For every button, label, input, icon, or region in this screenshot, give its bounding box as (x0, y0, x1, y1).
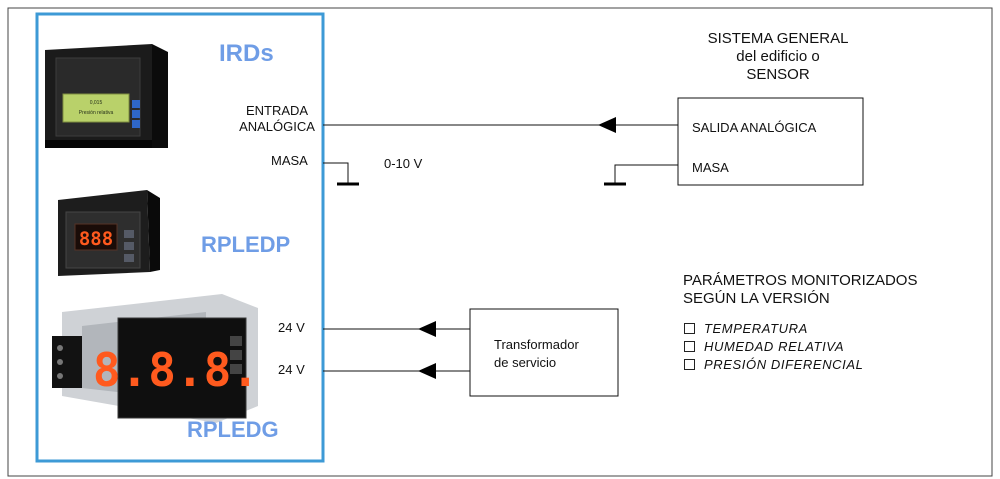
parameter-item: HUMEDAD RELATIVA (684, 338, 863, 356)
ground-symbol-right (604, 164, 678, 186)
ird-label: IRDs (219, 40, 274, 67)
sensor-title-line2: del edificio o (736, 48, 820, 65)
entrada-analogica-label: ENTRADA ANALÓGICA (232, 103, 322, 135)
checkbox-icon (684, 323, 695, 334)
transformer-line1: Transformador (494, 337, 579, 352)
checkbox-icon (684, 341, 695, 352)
device-panel (35, 12, 325, 463)
voltage-range-label: 0-10 V (384, 156, 423, 171)
v24-top-label: 24 V (278, 320, 305, 335)
masa-sensor-label: MASA (692, 160, 729, 175)
sensor-title-line1: SISTEMA GENERAL (707, 30, 849, 47)
parameter-item: TEMPERATURA (684, 320, 863, 338)
power-arrow-top (418, 321, 436, 337)
checkbox-icon (684, 359, 695, 370)
transformer-line2: de servicio (494, 355, 557, 370)
sensor-box (677, 97, 864, 186)
sensor-title: SISTEMA GENERAL del edificio o SENSOR (688, 30, 868, 84)
outer-frame (7, 7, 993, 477)
ird-device-image: 0,015 Presión relativa (45, 44, 168, 148)
parameter-humedad: HUMEDAD RELATIVA (704, 339, 845, 354)
sensor-title-line3: SENSOR (746, 66, 810, 83)
power-arrow-bottom (418, 363, 436, 379)
masa-input-label: MASA (271, 153, 308, 168)
rpledg-label: RPLEDG (187, 417, 279, 442)
parameters-title: PARÁMETROS MONITORIZADOS SEGÚN LA VERSIÓ… (683, 272, 917, 308)
ground-symbol-left (323, 162, 359, 186)
salida-analogica-label: SALIDA ANALÓGICA (692, 120, 817, 135)
ird-screen-line2: Presión relativa (79, 110, 114, 116)
parameter-item: PRESIÓN DIFERENCIAL (684, 356, 863, 374)
rpledp-device-image: 888 (58, 190, 160, 276)
rpledp-digits: 888 (79, 228, 113, 250)
entrada-line2: ANALÓGICA (239, 119, 315, 134)
rpledp-label: RPLEDP (201, 232, 291, 257)
rpledg-device-image: 8.8.8. (52, 294, 259, 423)
entrada-line1: ENTRADA (245, 103, 309, 118)
transformer-label: Transformador de servicio (494, 336, 579, 372)
analog-signal-arrow (598, 117, 616, 133)
parameters-title-line1: PARÁMETROS MONITORIZADOS (683, 272, 918, 289)
ird-screen-line1: 0,015 (90, 100, 103, 106)
transformer-box (469, 308, 619, 397)
parameters-title-line2: SEGÚN LA VERSIÓN (683, 290, 830, 307)
v24-bottom-label: 24 V (278, 362, 305, 377)
parameter-presion: PRESIÓN DIFERENCIAL (704, 357, 864, 372)
parameters-list: TEMPERATURA HUMEDAD RELATIVA PRESIÓN DIF… (684, 320, 863, 374)
parameter-temperatura: TEMPERATURA (704, 321, 808, 336)
